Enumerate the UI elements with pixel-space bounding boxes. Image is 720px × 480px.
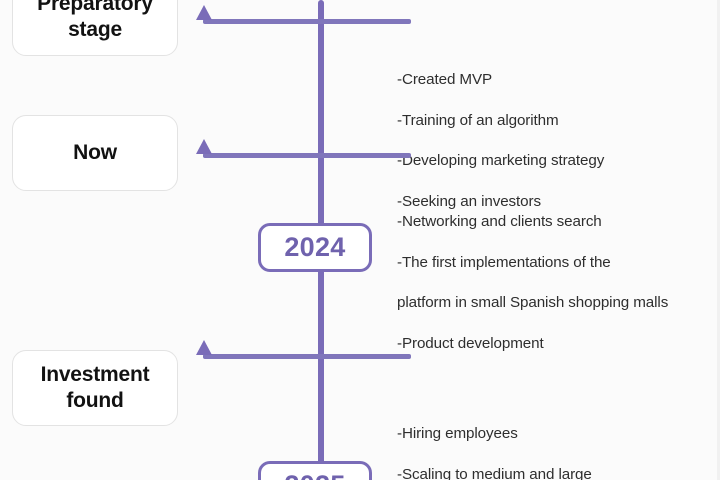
milestone-text-2: -Networking and clients search -The firs… xyxy=(397,192,703,375)
year-label: 2025 xyxy=(284,470,345,480)
milestone-text-3: -Hiring employees -Scaling to medium and… xyxy=(397,404,709,480)
year-label: 2024 xyxy=(284,232,346,262)
arrow-up-icon-3 xyxy=(196,340,212,355)
milestone-line: -Product development xyxy=(397,335,544,353)
right-edge-artifact xyxy=(717,0,720,480)
stage-label: Preparatory stage xyxy=(37,0,153,41)
connector-line-3 xyxy=(203,354,411,359)
connector-line-1 xyxy=(203,19,411,24)
stage-label: Investment found xyxy=(40,362,150,412)
arrow-up-icon-1 xyxy=(196,5,212,20)
milestone-line: -Developing marketing strategy xyxy=(397,152,605,170)
milestone-line: -The first implementations of the xyxy=(397,253,611,271)
milestone-line: -Training of an algorithm xyxy=(397,111,559,129)
milestone-line: -Seeking an investors xyxy=(397,193,541,211)
milestone-line: -Scaling to medium and large xyxy=(397,465,592,480)
milestone-line: -Hiring employees xyxy=(397,425,518,443)
milestone-line: -Networking and clients search xyxy=(397,213,602,231)
connector-line-2 xyxy=(203,153,411,158)
year-badge-2025[interactable]: 2025 xyxy=(258,461,372,480)
stage-box-now[interactable]: Now xyxy=(12,115,178,191)
stage-box-investment-found[interactable]: Investment found xyxy=(12,350,178,426)
milestone-text-1: -Created MVP -Training of an algorithm -… xyxy=(397,50,697,233)
milestone-line: -Created MVP xyxy=(397,71,493,89)
stage-box-preparatory[interactable]: Preparatory stage xyxy=(12,0,178,56)
stage-label: Now xyxy=(73,140,117,164)
year-badge-2024[interactable]: 2024 xyxy=(258,223,372,272)
arrow-up-icon-2 xyxy=(196,139,212,154)
milestone-line: platform in small Spanish shopping malls xyxy=(397,294,669,312)
